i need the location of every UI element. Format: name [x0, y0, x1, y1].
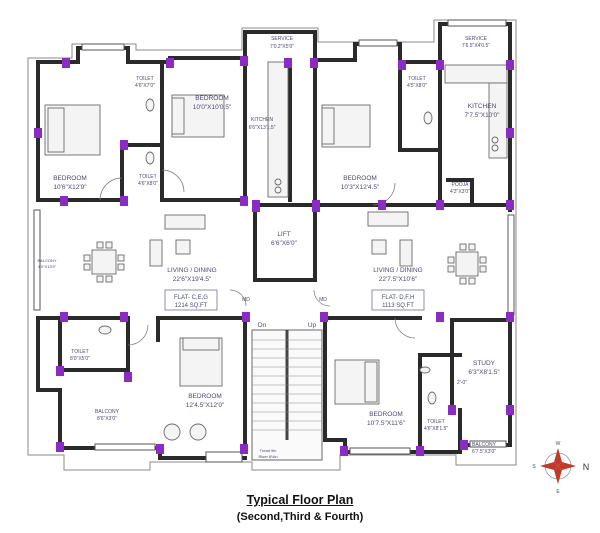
flat-area: 1113 SQ.FT	[382, 303, 414, 309]
stair-dn-label: Dn	[258, 322, 267, 329]
room-name: BALCONY	[37, 258, 56, 263]
room-size: 6'6"X6'0"	[271, 240, 298, 247]
room-name: STUDY	[473, 360, 496, 367]
wall-dimension: 2'-0"	[457, 380, 467, 386]
room-size: 12'4.5"X12'0"	[186, 402, 225, 409]
room-size: 10'7.5"X11'6"	[367, 420, 406, 427]
plan-title: Typical Floor Plan	[246, 493, 354, 507]
compass: W E S N	[532, 441, 589, 495]
room-name: SERVICE	[271, 36, 294, 42]
misc-labels: MD MD Dn Up Tread 9in Riser 6½in 2'-0"	[242, 297, 467, 459]
furniture	[44, 61, 508, 441]
room-name: BEDROOM	[53, 175, 87, 182]
flat-name: FLAT- D,F,H	[382, 295, 415, 301]
columns	[34, 56, 514, 456]
room-name: TOILET	[71, 349, 88, 355]
stair-up-label: Up	[308, 322, 317, 329]
kitchen-counter-left	[267, 61, 289, 198]
room-size: 4'6"X8'1.5"	[424, 426, 448, 432]
flat-name: FLAT- C,E,G	[174, 295, 208, 301]
room-size: 22'6"X19'4.5"	[173, 276, 212, 283]
outer-outline	[27, 19, 517, 471]
stair-note: Tread 9in	[260, 448, 277, 453]
room-size: 6'7.5"X3'0"	[472, 449, 496, 455]
room-name: KITCHEN	[468, 103, 497, 110]
room-name: TOILET	[427, 419, 444, 425]
room-size: 4'5"X8'0"	[407, 83, 427, 89]
room-name: BALCONY	[472, 442, 497, 448]
room-name: SERVICE	[465, 36, 488, 42]
room-name: BEDROOM	[369, 411, 403, 418]
room-size: 22'7.5"X10'6"	[379, 276, 418, 283]
room-name: BALCONY	[95, 409, 120, 415]
sofa-left	[164, 214, 206, 230]
kitchen-counter-right	[444, 64, 508, 84]
room-size: 7'0.2"X5'0"	[270, 44, 294, 50]
room-size: 10'0"X10'0.5"	[193, 104, 232, 111]
room-size: 7'6.5"X4'0.5"	[462, 43, 490, 49]
flat-info-box-right	[371, 289, 425, 311]
compass-north-arrow	[554, 448, 562, 466]
room-name: BEDROOM	[343, 175, 377, 182]
room-name: BEDROOM	[188, 393, 222, 400]
room-size: 4'6"X8'0"	[138, 181, 158, 187]
room-labels: BEDROOM 10'6"X12'9" BEDROOM 10'0"X10'0.5…	[37, 36, 500, 455]
md-label-right: MD	[319, 297, 327, 303]
room-size: 4'0"X13'9"	[38, 264, 57, 269]
doors	[99, 169, 416, 346]
compass-e: E	[556, 489, 560, 495]
room-name: LIVING / DINING	[373, 267, 422, 274]
md-label-left: MD	[242, 297, 250, 303]
room-name: BEDROOM	[195, 95, 229, 102]
room-size: 6'3"X8'1.5"	[468, 369, 500, 376]
stair-note: Riser 6½in	[258, 454, 277, 459]
room-size: 8'6"X3'0"	[97, 416, 117, 422]
compass-n: N	[583, 462, 590, 472]
room-name: TOILET	[408, 76, 425, 82]
room-name: KITCHEN	[251, 117, 273, 123]
room-size: 10'6"X12'9"	[53, 184, 87, 191]
dining-table-right	[455, 251, 479, 277]
sofa-right	[367, 211, 409, 227]
room-size: 8'0"X5'0"	[70, 356, 90, 362]
room-name: LIVING / DINING	[167, 267, 216, 274]
room-size: 4'6"X7'0"	[135, 83, 155, 89]
dining-table-left	[91, 249, 117, 275]
compass-s: S	[532, 464, 536, 470]
room-name: TOILET	[139, 174, 156, 180]
flat-info-box-left	[164, 289, 218, 311]
room-name: POOJA	[452, 182, 470, 188]
room-name: LIFT	[277, 231, 290, 238]
room-size: 7'7.5"X10'0"	[465, 112, 501, 119]
staircase	[251, 329, 323, 461]
room-name: TOILET	[136, 76, 153, 82]
flat-info: FLAT- C,E,G 1214 SQ.FT FLAT- D,F,H 1113 …	[164, 289, 425, 311]
plan-subtitle: (Second,Third & Fourth)	[236, 511, 364, 523]
compass-w: W	[556, 441, 561, 447]
room-size: 4'3"X3'0"	[450, 189, 470, 195]
flat-area: 1214 SQ.FT	[175, 303, 208, 309]
windows	[33, 19, 515, 463]
room-size: 6'6"X13'1.5"	[249, 125, 276, 131]
room-size: 10'3"X12'4.5"	[341, 184, 380, 191]
